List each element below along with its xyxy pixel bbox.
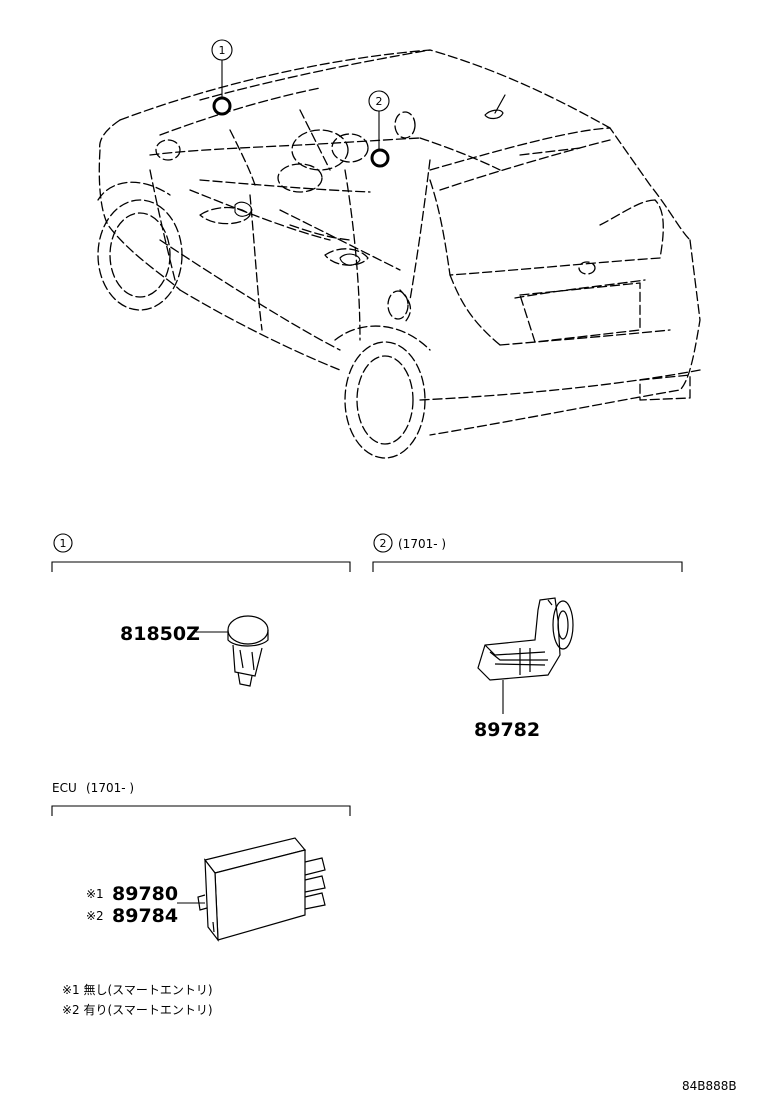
part-number-89780: 89780: [112, 883, 178, 905]
ecu-section-header: ECU (1701- ): [51, 781, 351, 816]
section-2-header: 2 (1701- ): [372, 533, 683, 572]
antenna-bracket-icon: [477, 597, 574, 681]
svg-text:ECU: ECU: [52, 781, 77, 795]
ecu-module-icon: [197, 837, 326, 942]
footnote-1: ※1 無し(スマートエントリ): [62, 982, 213, 997]
callout-1: 1: [211, 39, 233, 61]
callout-2: 2: [368, 90, 390, 112]
bulb-part-icon: [227, 615, 269, 687]
footnote-2: ※2 有り(スマートエントリ): [62, 1003, 213, 1017]
part-number-89784: 89784: [112, 905, 178, 927]
location-marker-2: [370, 148, 390, 168]
part-number-81850Z: 81850Z: [120, 623, 200, 645]
vehicle-outline: [97, 49, 701, 459]
section-1-header: 1: [51, 533, 351, 572]
part-number-89782: 89782: [474, 719, 540, 741]
svg-text:(1701- ): (1701- ): [398, 537, 446, 551]
note-mark-1: ※1: [86, 887, 104, 901]
svg-text:(1701- ): (1701- ): [86, 781, 134, 795]
location-marker-1: [212, 96, 232, 116]
svg-text:2: 2: [380, 537, 387, 550]
svg-text:1: 1: [60, 537, 67, 550]
svg-text:1: 1: [219, 44, 226, 57]
figure-id: 84B888B: [682, 1079, 737, 1093]
svg-text:2: 2: [376, 95, 383, 108]
note-mark-2: ※2: [86, 909, 104, 923]
